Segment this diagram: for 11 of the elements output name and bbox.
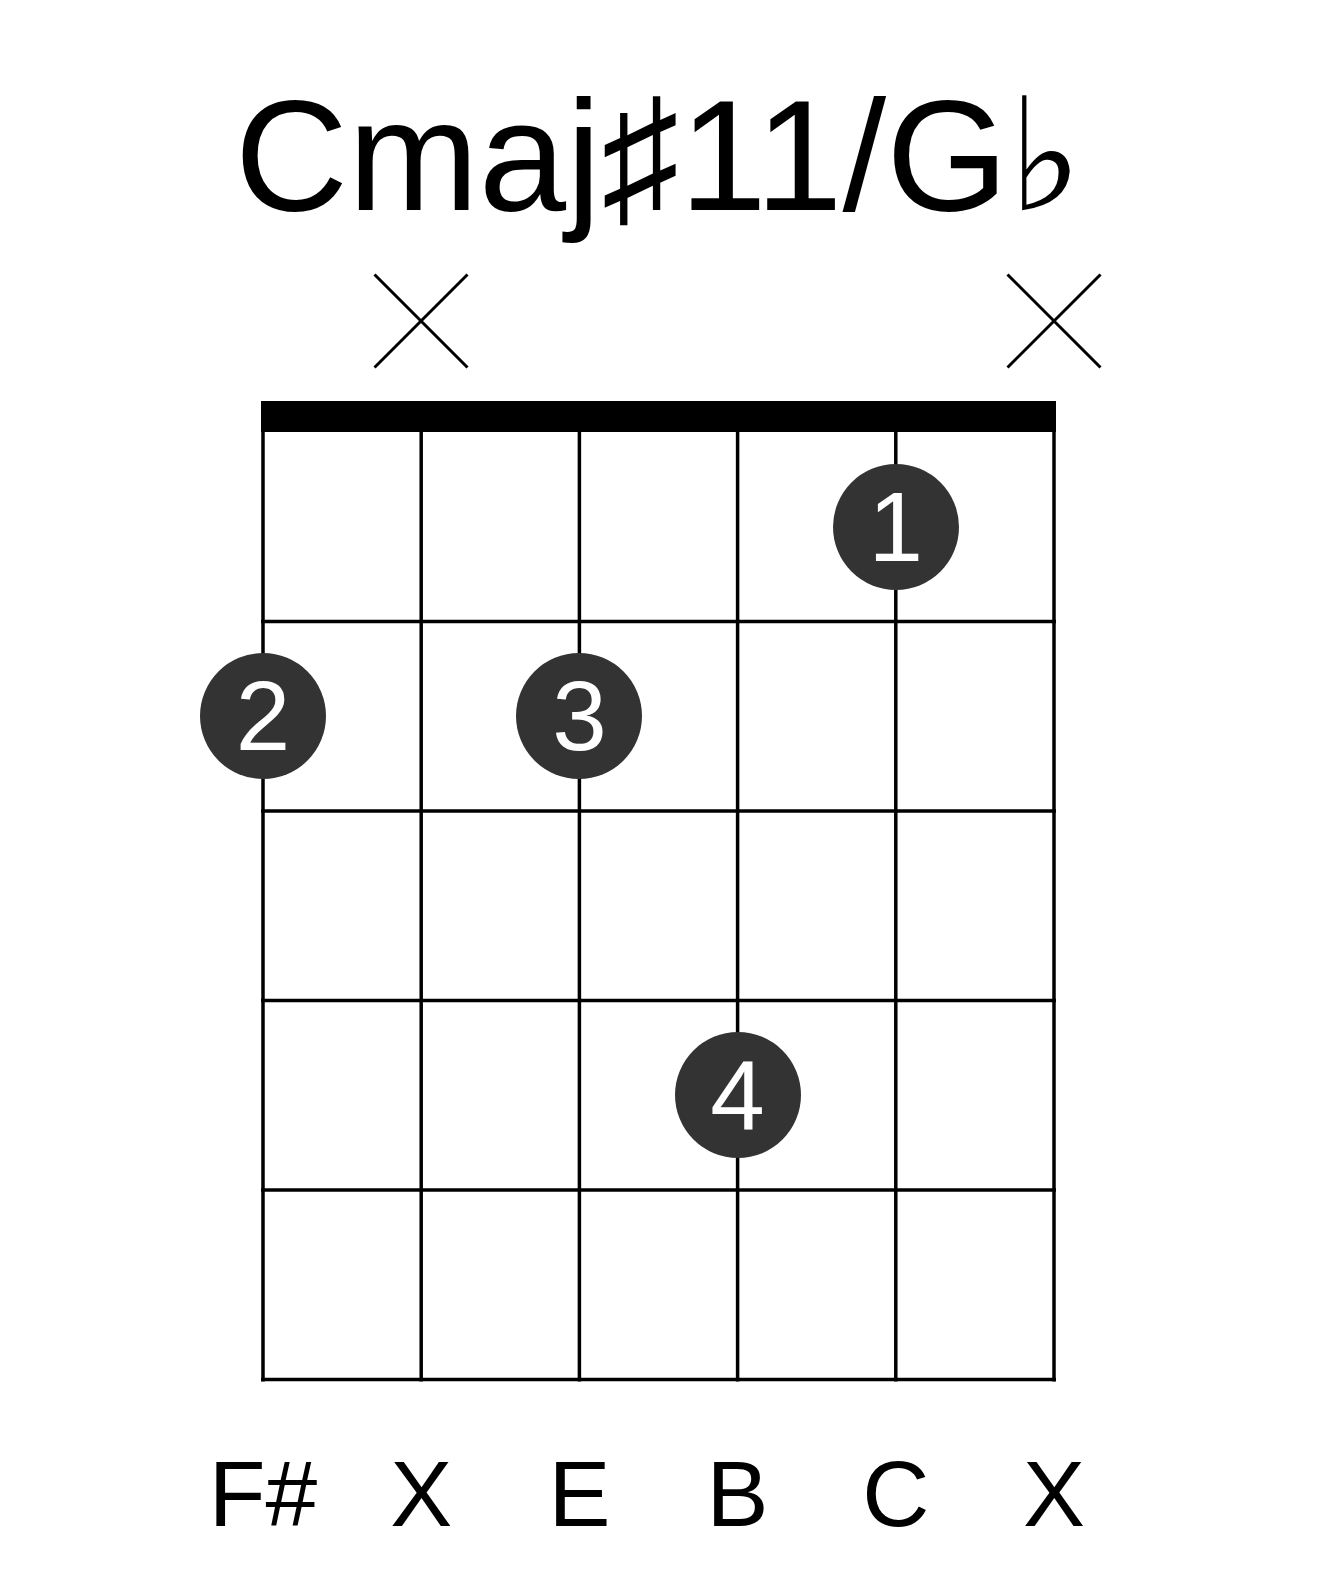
finger-dot: 4 [674, 1032, 801, 1159]
finger-dot: 2 [200, 653, 326, 780]
note-label: C [862, 1448, 930, 1541]
chord-title: Cmaj♯11/G♭ [233, 67, 1084, 245]
note-label: E [548, 1448, 611, 1541]
finger-dot: 3 [516, 653, 643, 780]
finger-dot: 1 [832, 463, 959, 590]
note-label: X [1023, 1448, 1085, 1541]
note-label: B [706, 1448, 769, 1541]
note-label: X [390, 1448, 453, 1541]
note-label: F# [208, 1448, 318, 1541]
